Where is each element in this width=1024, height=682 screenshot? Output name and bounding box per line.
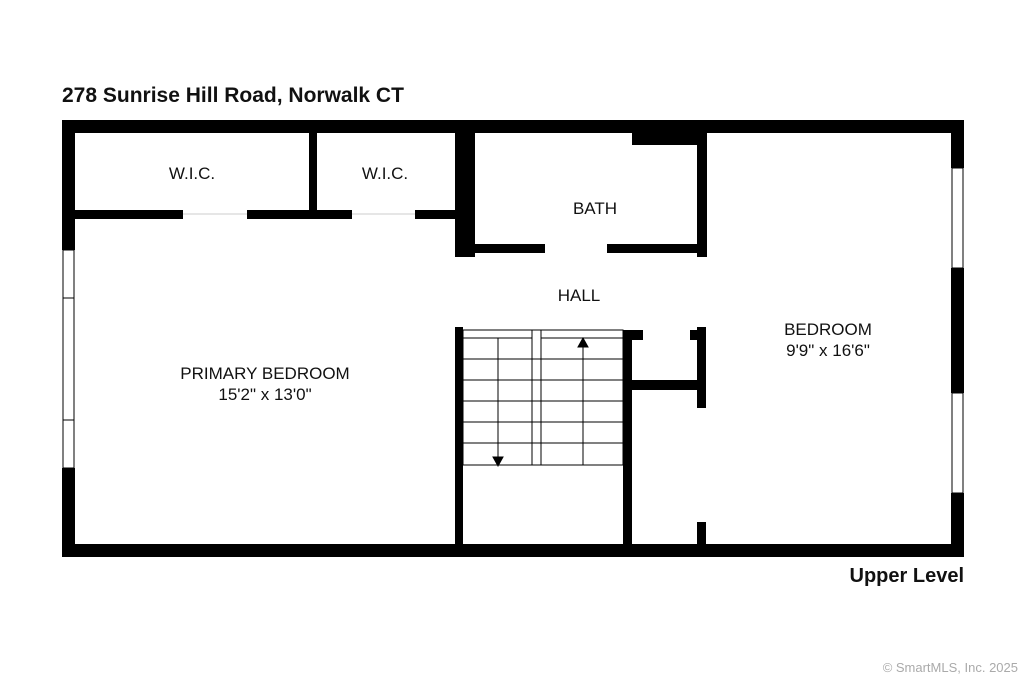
windows bbox=[62, 167, 964, 494]
room-bedroom-dims: 9'9" x 16'6" bbox=[786, 341, 870, 360]
room-wic-1: W.I.C. bbox=[169, 164, 215, 183]
room-primary-bedroom: PRIMARY BEDROOM bbox=[180, 364, 349, 383]
level-label: Upper Level bbox=[849, 565, 964, 587]
room-hall: HALL bbox=[558, 286, 601, 305]
walls bbox=[62, 120, 964, 557]
room-primary-bedroom-dims: 15'2" x 13'0" bbox=[218, 385, 311, 404]
down-arrow-icon bbox=[492, 456, 504, 468]
up-arrow-icon bbox=[577, 336, 589, 348]
copyright: © SmartMLS, Inc. 2025 bbox=[882, 660, 1018, 675]
property-address: 278 Sunrise Hill Road, Norwalk CT bbox=[62, 84, 404, 107]
room-wic-2: W.I.C. bbox=[362, 164, 408, 183]
room-bath: BATH bbox=[573, 199, 617, 218]
room-bedroom: BEDROOM bbox=[784, 320, 872, 339]
staircase bbox=[462, 329, 624, 468]
